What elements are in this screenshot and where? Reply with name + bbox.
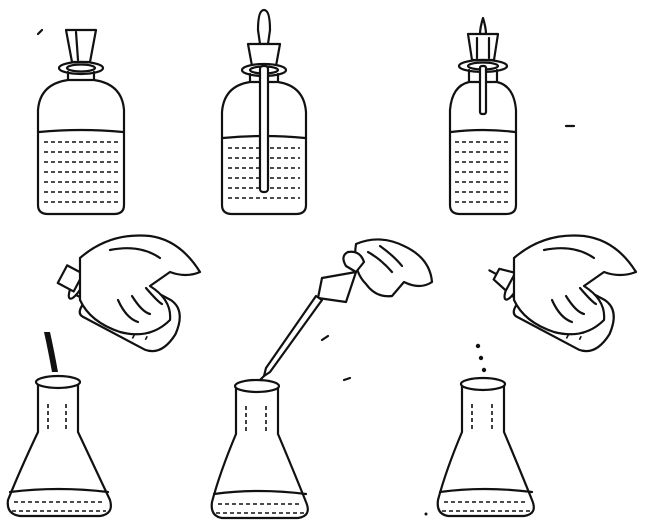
bulb-icon xyxy=(258,10,270,44)
hand-icon-2 xyxy=(355,239,432,296)
dropper-bottle xyxy=(222,10,306,214)
pipette-scene xyxy=(212,239,432,518)
drops-icon xyxy=(476,344,486,372)
nozzle-tip-icon xyxy=(480,18,486,34)
pouring-scene xyxy=(8,235,200,516)
flask-3 xyxy=(438,384,534,516)
pipette-stopper xyxy=(318,272,356,302)
reagent-bottle-1 xyxy=(38,30,124,214)
pipette-tube xyxy=(260,66,268,192)
drip-scene xyxy=(425,235,637,516)
drip-bottle xyxy=(450,18,516,214)
liquid-stream xyxy=(44,332,58,372)
flask-1 xyxy=(8,382,111,516)
pipette-icon xyxy=(264,296,322,376)
flask-2 xyxy=(212,386,308,518)
stopper-icon xyxy=(66,30,96,62)
bottle-body xyxy=(38,80,124,214)
